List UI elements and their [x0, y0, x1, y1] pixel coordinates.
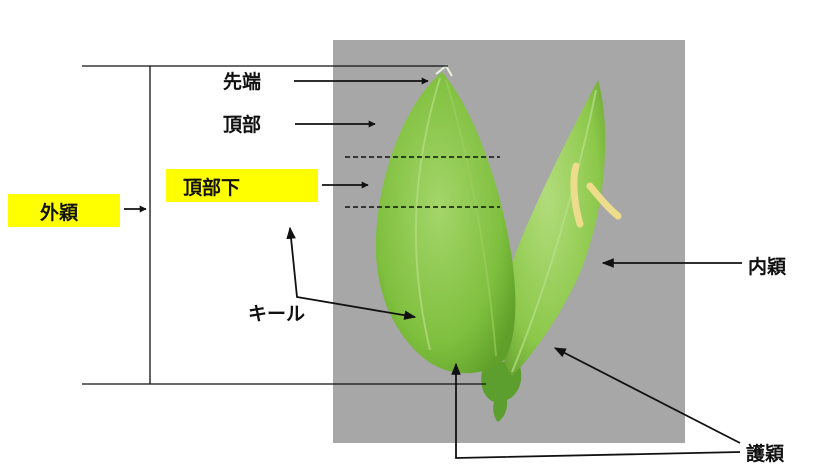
- tip-label: 先端: [223, 70, 261, 93]
- keel-label: キール: [248, 303, 305, 325]
- below-apex-label: 頂部下: [183, 176, 240, 199]
- lemma-label: 外穎: [40, 201, 79, 224]
- palea-label: 内穎: [748, 255, 787, 278]
- glume-label: 護穎: [746, 442, 785, 465]
- apex-label: 頂部: [223, 113, 261, 136]
